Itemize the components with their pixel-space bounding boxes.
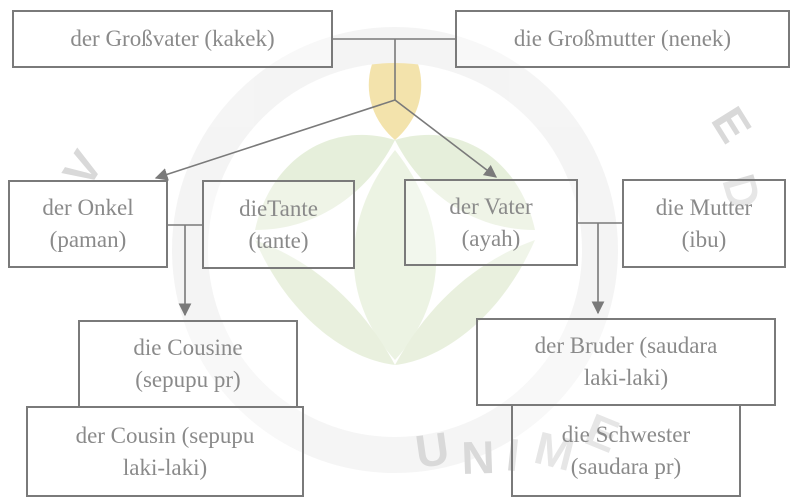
male-cousin-label: der Cousin (sepupu laki-laki) [75, 422, 255, 480]
uncle-box: der Onkel (paman) [8, 180, 168, 268]
female-cousin-box: die Cousine (sepupu pr) [78, 320, 298, 408]
svg-text:I: I [504, 428, 522, 481]
grandmother-label: die Großmutter (nenek) [513, 26, 732, 51]
uncle-label: der Onkel (paman) [42, 195, 134, 252]
arrow-to-father [394, 99, 498, 178]
aunt-box: dieTante (tante) [202, 180, 355, 269]
svg-text:N: N [461, 431, 496, 484]
grandmother-box: die Großmutter (nenek) [455, 10, 790, 68]
sister-box: die Schwester (saudara pr) [511, 404, 741, 497]
brother-box: der Bruder (saudara laki-laki) [476, 318, 776, 406]
mother-label: die Mutter (ibu) [655, 194, 753, 252]
grandfather-box: der Großvater (kakek) [12, 10, 333, 68]
female-cousin-label: die Cousine (sepupu pr) [133, 335, 243, 392]
father-label: der Vater (ayah) [449, 193, 533, 251]
father-box: der Vater (ayah) [404, 179, 578, 266]
aunt-label: dieTante (tante) [239, 195, 318, 253]
sister-label: die Schwester (saudara pr) [561, 421, 691, 479]
mother-box: die Mutter (ibu) [622, 179, 786, 268]
male-cousin-box: der Cousin (sepupu laki-laki) [26, 406, 304, 497]
svg-text:U: U [412, 422, 452, 478]
brother-label: der Bruder (saudara laki-laki) [534, 333, 718, 390]
arrow-to-uncle [154, 99, 396, 181]
grandfather-label: der Großvater (kakek) [70, 26, 275, 51]
